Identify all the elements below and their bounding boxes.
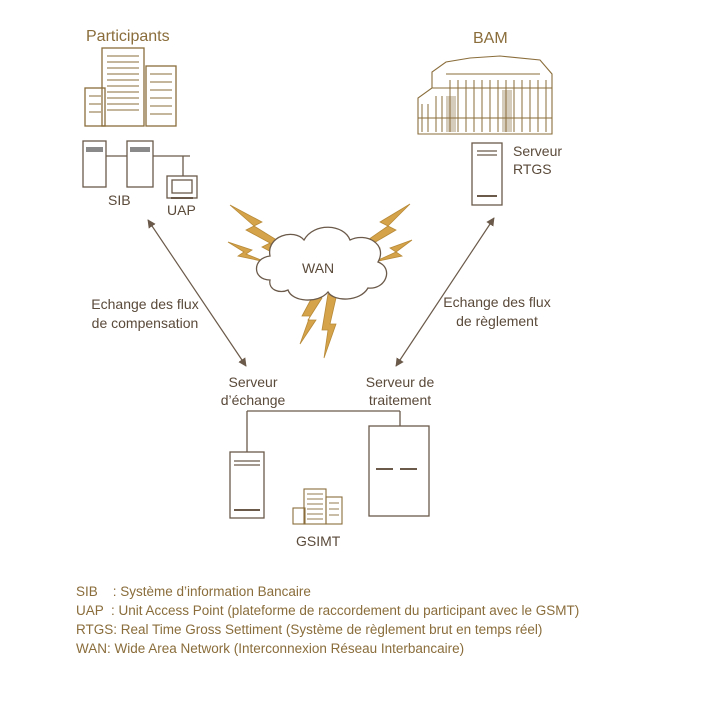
rtgs-label-line2: RTGS [513,161,552,177]
sib-servers-icon [82,140,190,188]
compensation-flow-arrow [147,219,247,367]
sib-label: SIB [108,192,131,208]
left-flow-label-line1: Echange des flux [91,296,199,312]
bam-building-icon [417,55,553,135]
processing-server-label-line2: traitement [368,392,432,408]
bam-title: BAM [473,30,508,47]
rtgs-server-icon [471,142,503,206]
left-flow-label-line2: de compensation [91,315,199,331]
processing-server-label-line1: Serveur de [365,374,435,390]
gsimt-building-icon [292,488,343,525]
legend-item-wan: WAN: Wide Area Network (Interconnexion R… [76,641,465,656]
processing-server-icon [368,425,430,517]
right-flow-label-line2: de règlement [456,313,538,329]
participants-title: Participants [86,28,170,45]
uap-label: UAP [167,202,196,218]
rtgs-label-line1: Serveur [513,143,563,159]
settlement-flow-arrow [395,217,495,367]
right-flow-label-line1: Echange des flux [443,294,551,310]
lightning-icon [227,203,413,359]
legend-item-uap: UAP : Unit Access Point (plateforme de r… [76,603,580,618]
exchange-server-icon [229,451,265,519]
legend-item-rtgs: RTGS: Real Time Gross Settiment (Système… [76,622,543,637]
legend-item-sib: SIB : Système d’information Bancaire [76,584,311,599]
wan-cloud-icon [255,226,388,301]
exchange-server-label-line1: Serveur [228,374,278,390]
gsimt-label: GSIMT [296,533,341,549]
wan-label: WAN [302,260,335,276]
legend: SIB : Système d’information Bancaire UAP… [76,582,579,658]
participants-buildings-icon [84,47,177,127]
exchange-server-label-line2: d’échange [220,392,286,408]
server-bus-line [246,410,401,452]
uap-terminal-icon [166,175,198,199]
